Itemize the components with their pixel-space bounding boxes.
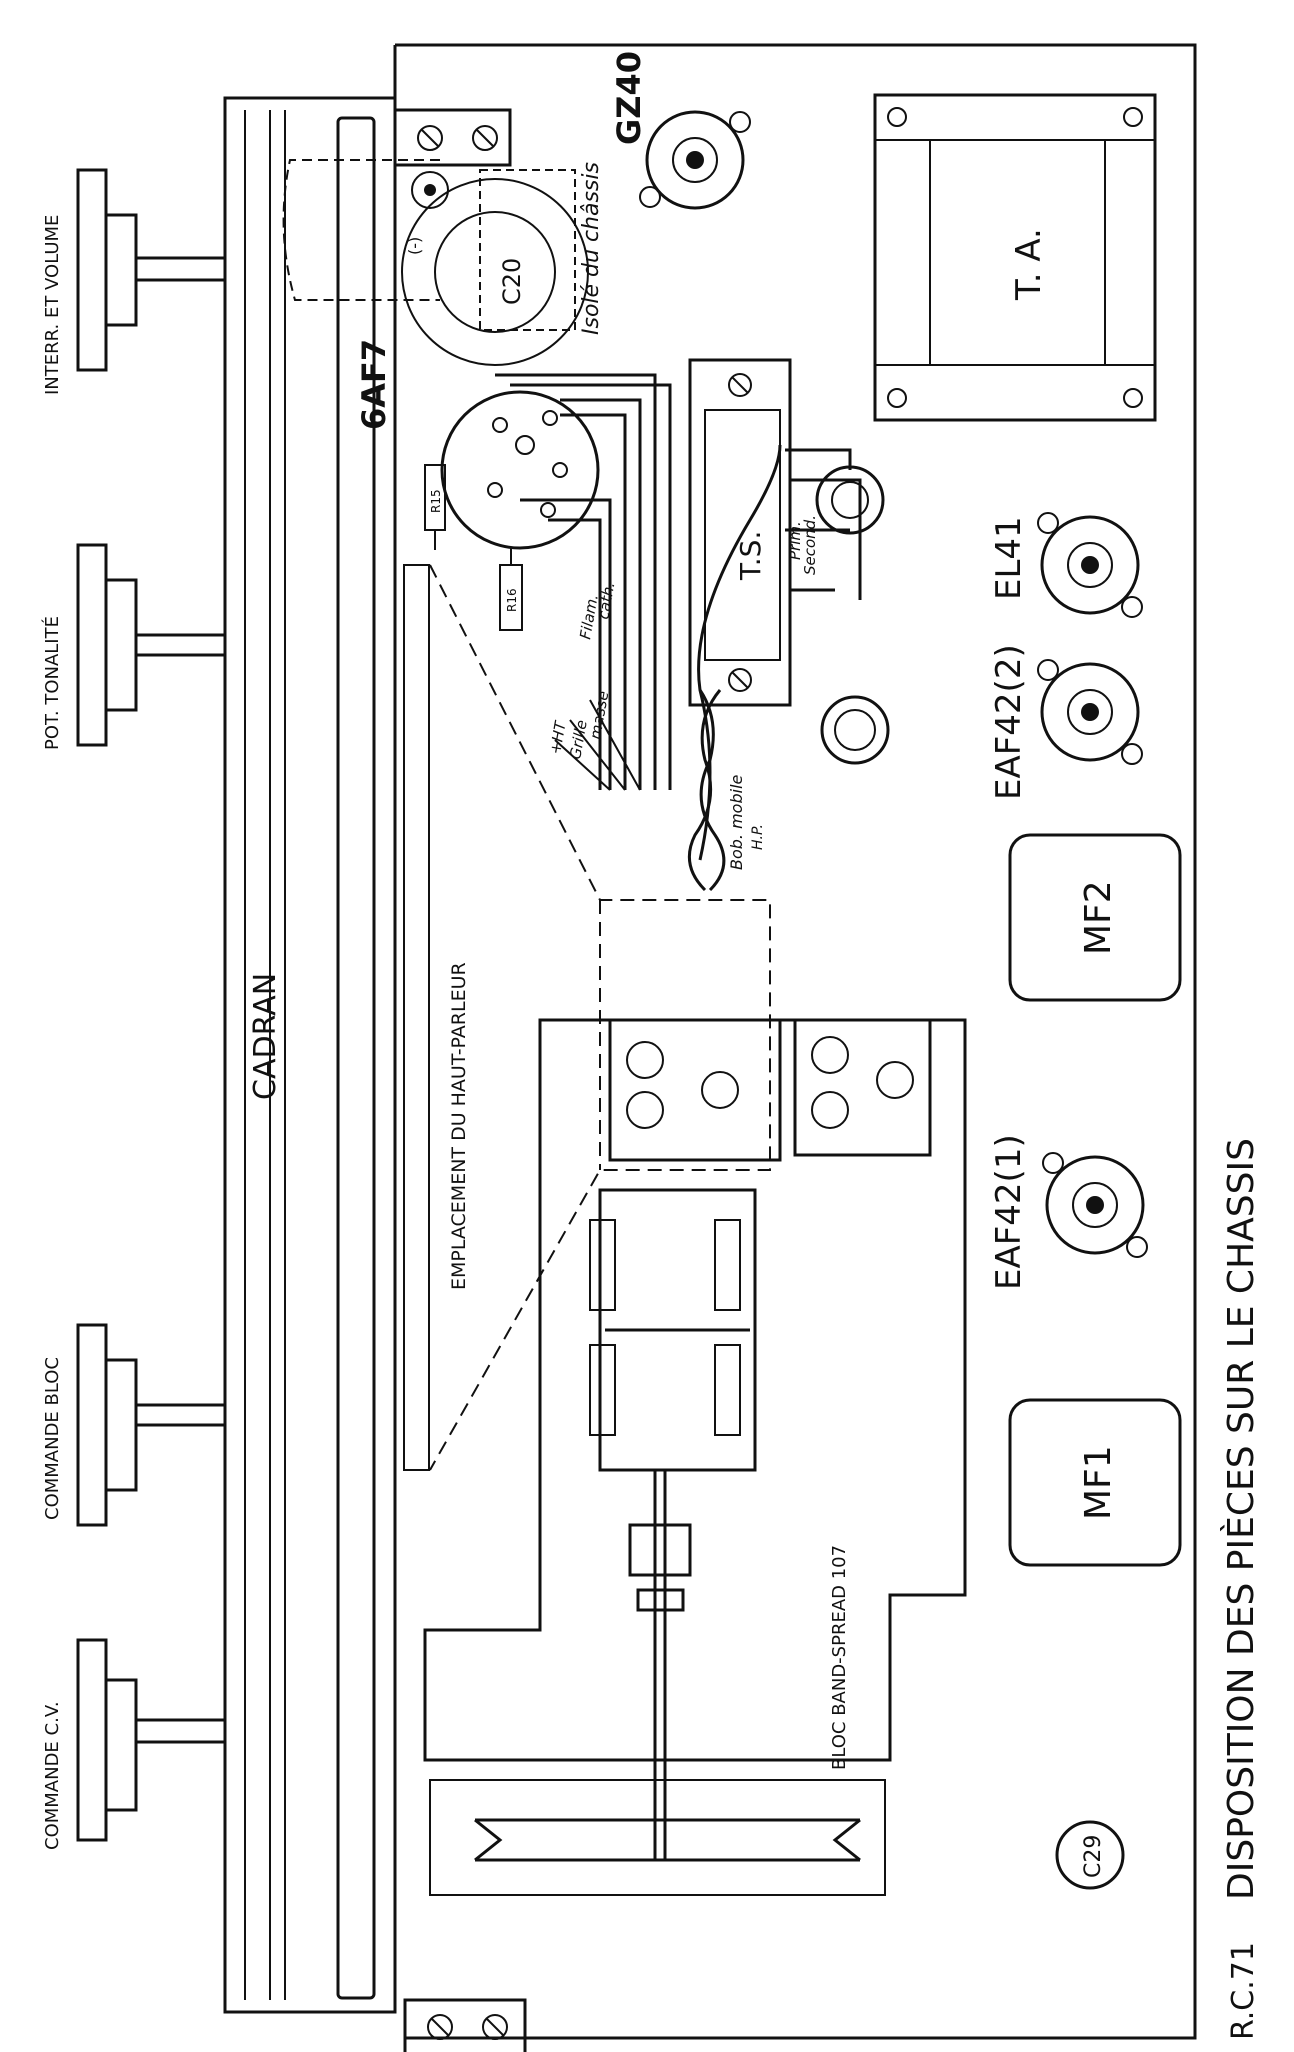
coil-block [423,1018,967,1896]
pot-outline [282,159,440,301]
diagram-title: DISPOSITION DES PIÈCES SUR LE CHASSIS [1220,1138,1262,1900]
wire-ht-label: +HT [546,718,570,755]
label-commande-cv: COMMANDE C.V. [42,1701,63,1850]
mf2-can [1008,833,1182,1002]
ecaf7-label: 6AF7 [355,339,393,430]
c20-inner [434,211,556,333]
el41-label: EL41 [989,516,1029,600]
resistor-r15 [424,464,446,550]
dial-assembly [223,96,430,2014]
isole-label: Isolé du châssis [579,162,604,335]
knob-tonalite [76,543,225,747]
hp-label: H.P. [750,824,766,850]
bracket-top [393,108,512,167]
eaf42-2-socket [1037,659,1143,765]
pot-terminal-dot [424,184,436,196]
c29-label: C29 [1081,1835,1106,1878]
pot-terminal [411,171,449,209]
ta-label: T. A. [1009,228,1049,301]
el41-socket [1037,512,1143,618]
twisted-pair [698,689,726,892]
mf1-label: MF1 [1078,1445,1119,1520]
gz40-socket [639,110,751,210]
wire-grille-label: Grille [566,719,591,761]
label-interrupteur-volume: INTERR. ET VOLUME [42,215,63,395]
resistor-r16 [499,548,523,631]
speaker-location [429,564,771,1471]
knob-commande-bloc [76,1323,225,1527]
r15-label: R15 [429,489,443,513]
ts-transformer [688,358,890,765]
mf1-can [1008,1398,1182,1567]
wire-cath-label: cath. [594,581,618,621]
eaf42-2-label: EAF42(2) [989,644,1029,800]
ts-wiring [785,448,862,600]
c29-capacitor [1055,1820,1125,1890]
r16-label: R16 [505,588,519,612]
label-tonalite: POT. TONALITÉ [41,616,63,750]
wire-tails [554,699,641,791]
knob-interrupteur-volume [76,168,225,372]
twisted-pair-b [687,689,722,892]
ts-label: T.S. [734,531,767,581]
knob-commande-cv [76,1638,225,1842]
speaker-label: EMPLACEMENT DU HAUT-PARLEUR [448,962,470,1290]
bob-mobile-label: Bob. mobile [727,774,746,870]
label-commande-bloc: COMMANDE BLOC [42,1357,63,1520]
mf2-label: MF2 [1078,880,1119,955]
c20-outer [401,178,589,366]
ta-transformer [873,93,1157,422]
second-label: Second. [801,515,819,575]
coil-block-label: BLOC BAND-SPREAD 107 [829,1545,850,1770]
bracket-bottom [403,1998,527,2052]
c20-label: C20 [498,258,526,305]
c20-dashed-box [479,169,576,331]
c20-minus-label: (-) [405,237,424,255]
eaf42-1-socket [1042,1152,1148,1258]
wiring-harness [495,373,672,790]
ecaf7-socket [440,390,600,550]
eaf42-1-label: EAF42(1) [989,1134,1029,1290]
dial-label: CADRAN [248,973,283,1100]
gz40-label: GZ40 [610,51,648,145]
reference-label: R.C.71 [1226,1942,1261,2040]
prim-label: Prim. [786,521,804,560]
